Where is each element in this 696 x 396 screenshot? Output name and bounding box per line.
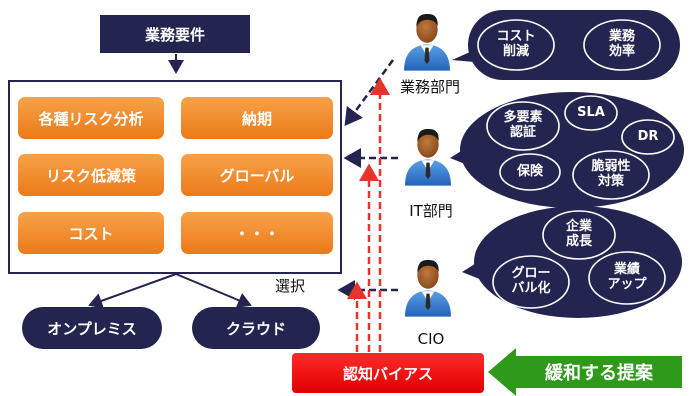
concern-outline-dr [621, 119, 675, 155]
concern-mfa: 多要素 認証 [503, 110, 543, 140]
arrow-onprem [88, 273, 177, 309]
requirement-risk-analysis: 各種リスク分析 [18, 97, 164, 139]
concern-outline-mfa [486, 101, 560, 151]
concern-outline-efficiency [583, 19, 661, 71]
concern-globalization: グロー バル化 [511, 266, 551, 296]
person-cio-label: CIO [417, 330, 445, 348]
concern-growth: 企業 成長 [565, 219, 592, 249]
concern-dr: DR [637, 128, 659, 144]
person-business-label: 業務部門 [399, 78, 460, 96]
concern-outline-sla [564, 95, 618, 131]
concern-performance: 業績 アップ [607, 262, 647, 292]
mitigation-arrow [488, 348, 682, 396]
concern-outline-growth [542, 210, 616, 260]
concern-vulnerability: 脆弱性 対策 [591, 159, 631, 189]
mitigation-label: 緩和する提案 [545, 363, 653, 384]
requirement-risk-mitigation: リスク低減策 [18, 154, 164, 196]
requirement-cost: コスト [18, 212, 164, 254]
person-cio-icon [405, 260, 451, 317]
bubble-it [450, 92, 684, 208]
option-cloud: クラウド [192, 307, 320, 349]
concern-outline-insurance [499, 153, 561, 191]
requirement-etc: ・・・ [181, 212, 333, 254]
concern-outline-cost [477, 19, 555, 71]
concern-efficiency: 業務 効率 [608, 29, 635, 59]
bubble-cio [462, 206, 682, 318]
person-it-icon [405, 129, 451, 186]
concern-outline-global [492, 255, 570, 309]
concern-outline-vuln [572, 150, 650, 200]
dashed-arrow-business [344, 59, 395, 127]
concern-sla: SLA [577, 104, 605, 120]
person-business-icon [404, 14, 450, 71]
concern-cost-reduction: コスト 削減 [496, 29, 536, 59]
concern-outline-performance [588, 251, 666, 305]
bubble-business [452, 10, 680, 80]
arrow-cloud [175, 273, 252, 308]
person-it-label: IT部門 [409, 202, 453, 220]
select-label: 選択 [275, 277, 306, 295]
requirement-global: グローバル [181, 154, 333, 196]
concern-insurance: 保険 [516, 163, 543, 179]
cognitive-bias-box: 認知バイアス [292, 353, 484, 393]
business-requirements-box: 業務要件 [100, 15, 250, 53]
requirement-delivery: 納期 [181, 97, 333, 139]
option-on-premise: オンプレミス [22, 307, 162, 349]
